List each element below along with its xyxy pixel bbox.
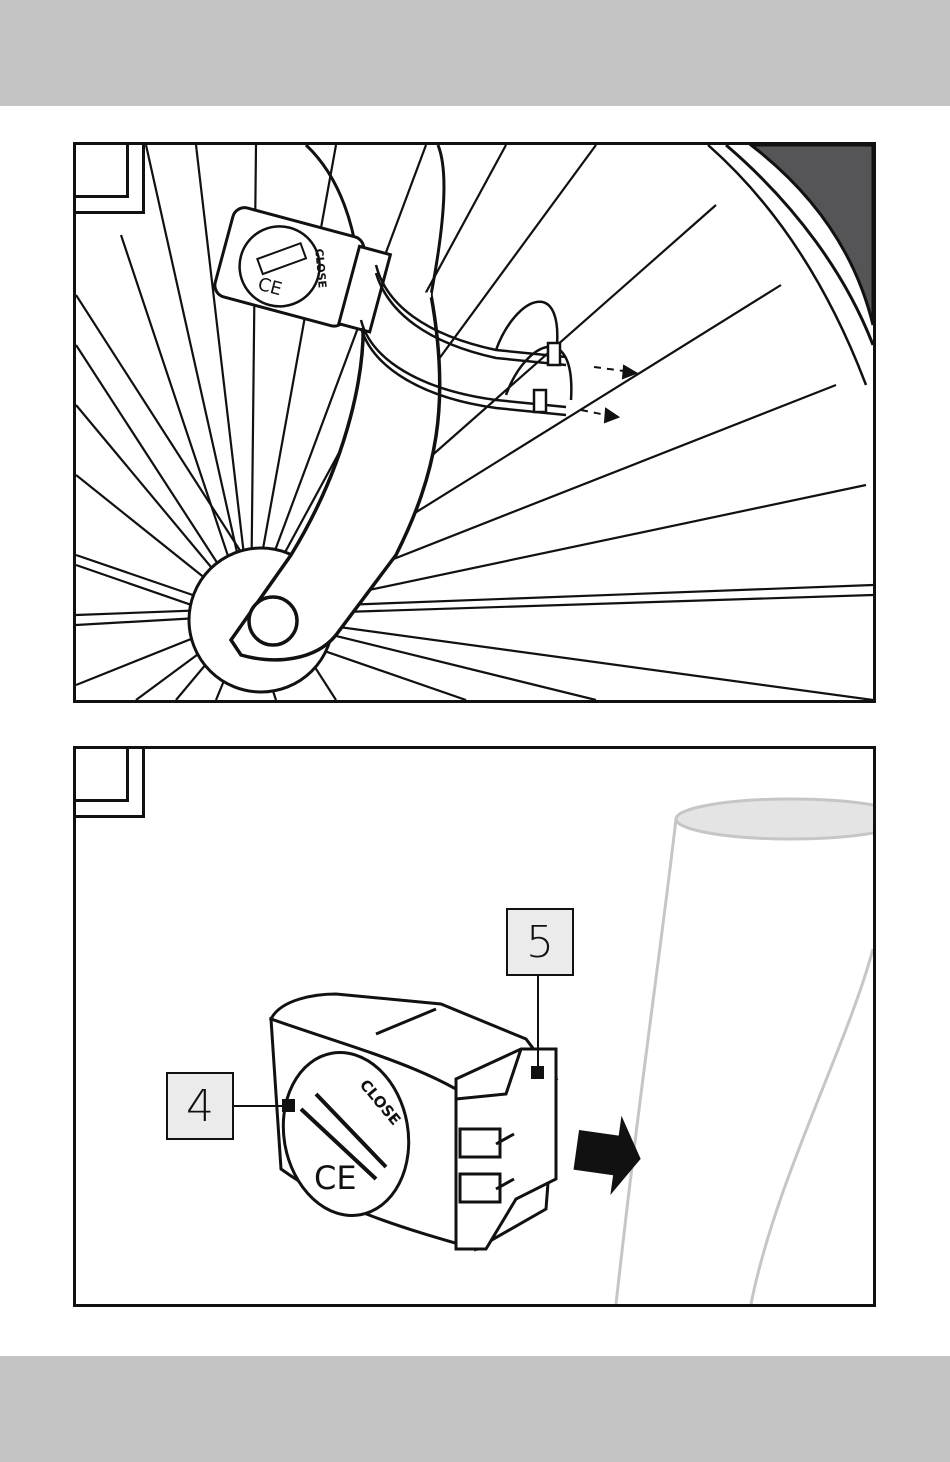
- footer-band: [0, 1356, 950, 1462]
- callout-5: 5: [506, 908, 574, 976]
- figure-1-illustration: CLOSE CE: [76, 145, 873, 700]
- header-band: [0, 0, 950, 106]
- push-arrow-icon: [571, 1110, 647, 1198]
- figure-2-illustration: CLOSE CE: [76, 749, 873, 1304]
- sensor-ce-mark: CE: [314, 1159, 357, 1197]
- direction-arrows: [581, 366, 636, 422]
- figure-number-box: [73, 746, 129, 802]
- fork-tube: [616, 799, 873, 1304]
- figure-2-panel: CLOSE CE 5 4: [73, 746, 876, 1307]
- callout-4: 4: [166, 1072, 234, 1140]
- axle-hole: [249, 597, 297, 645]
- figure-1-panel: CLOSE CE: [73, 142, 876, 703]
- figure-number-box: [73, 142, 129, 198]
- sensor-unit: CLOSE CE: [212, 205, 392, 336]
